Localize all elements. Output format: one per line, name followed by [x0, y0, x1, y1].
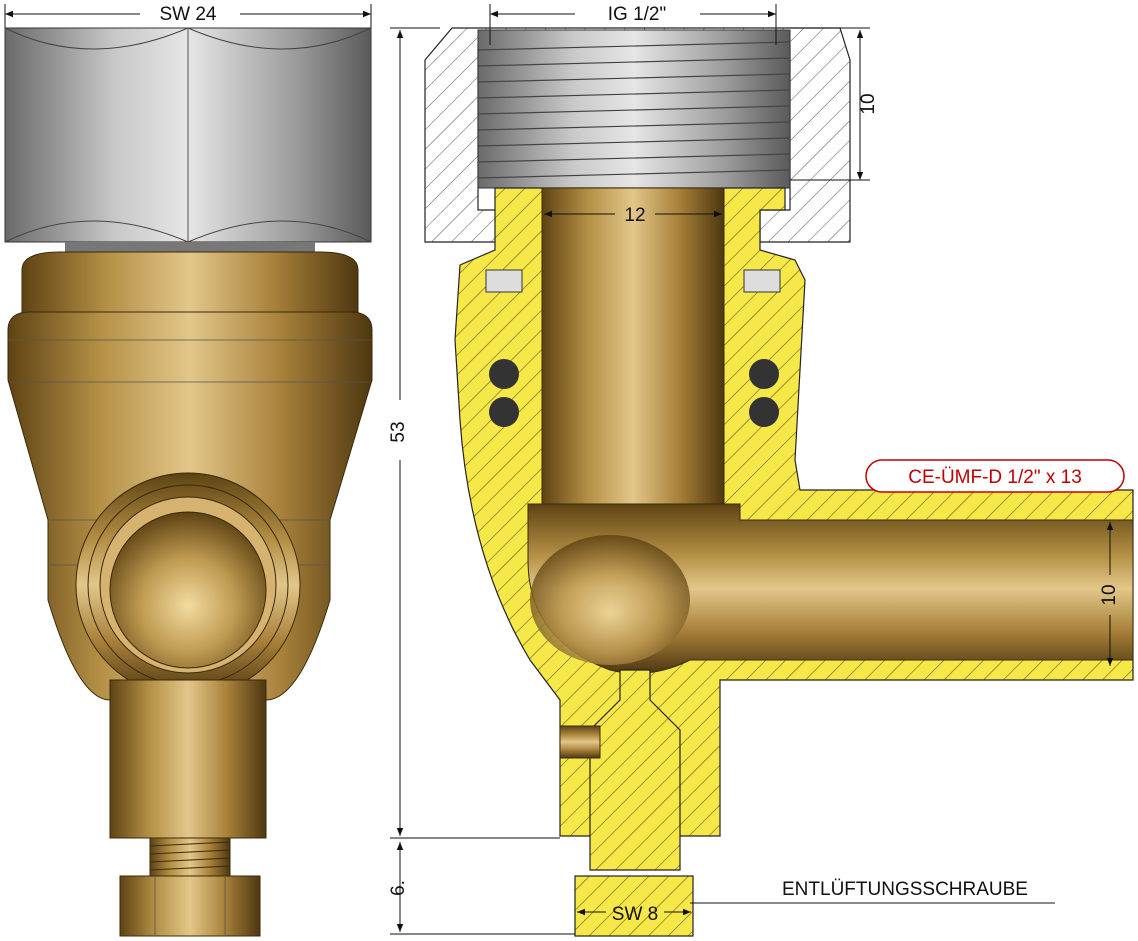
inner-tube: [541, 187, 725, 505]
outlet-port-bore: [109, 511, 267, 669]
dim-sw8: SW 8: [612, 904, 658, 925]
body-collar: [21, 251, 359, 316]
dim-ig-half: IG 1/2": [608, 4, 667, 25]
front-view: [4, 27, 373, 937]
section-view: [424, 27, 1134, 937]
dim-12: 12: [624, 205, 645, 226]
dim-10-side: 10: [1099, 584, 1120, 605]
dim-53: 53: [388, 421, 409, 442]
o-rings: [485, 269, 781, 427]
dimension-lines: [4, 4, 1114, 935]
product-code: CE-ÜMF-D 1/2" x 13: [908, 467, 1082, 488]
thread-insert: [477, 29, 791, 189]
dim-10-top: 10: [858, 93, 879, 114]
lower-stem: [109, 679, 267, 839]
dim-sw24: SW 24: [159, 4, 216, 25]
small-hex: [119, 875, 261, 937]
dim-6: 6.: [388, 880, 409, 896]
sw8-hex-section: [574, 875, 694, 937]
vent-screw-section: [589, 669, 681, 871]
screw-label: ENTLÜFTUNGSSCHRAUBE: [782, 879, 1028, 900]
product-code-frame: [865, 459, 1125, 493]
